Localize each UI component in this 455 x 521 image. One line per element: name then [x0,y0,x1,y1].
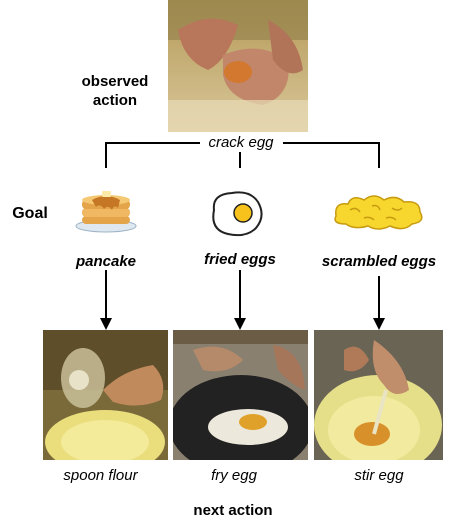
observed-action-label: observed action [70,72,160,110]
goal-name-fried-eggs: fried eggs [184,251,296,269]
next-action-spoon-flour: spoon flour [63,467,138,484]
observed-action-text: crack egg [195,134,287,152]
observed-label-line2: action [92,92,138,109]
fry-egg-photo [173,330,308,460]
scrambled-eggs-icon [330,192,426,232]
observed-action-photo [168,0,308,132]
next-action-stir-egg: stir egg [354,467,404,484]
goal-name-scrambled-eggs: scrambled eggs [321,253,437,270]
pancake-stack-icon [74,188,138,234]
observed-label-line1: observed [81,73,149,90]
fried-egg-icon [206,188,268,240]
stir-egg-photo [314,330,443,460]
next-action-footer: next action [193,502,273,519]
next-action-fry-egg: fry egg [211,467,257,484]
spoon-flour-photo [43,330,168,460]
goal-header: Goal [12,205,48,222]
goal-name-pancake: pancake [75,253,137,270]
